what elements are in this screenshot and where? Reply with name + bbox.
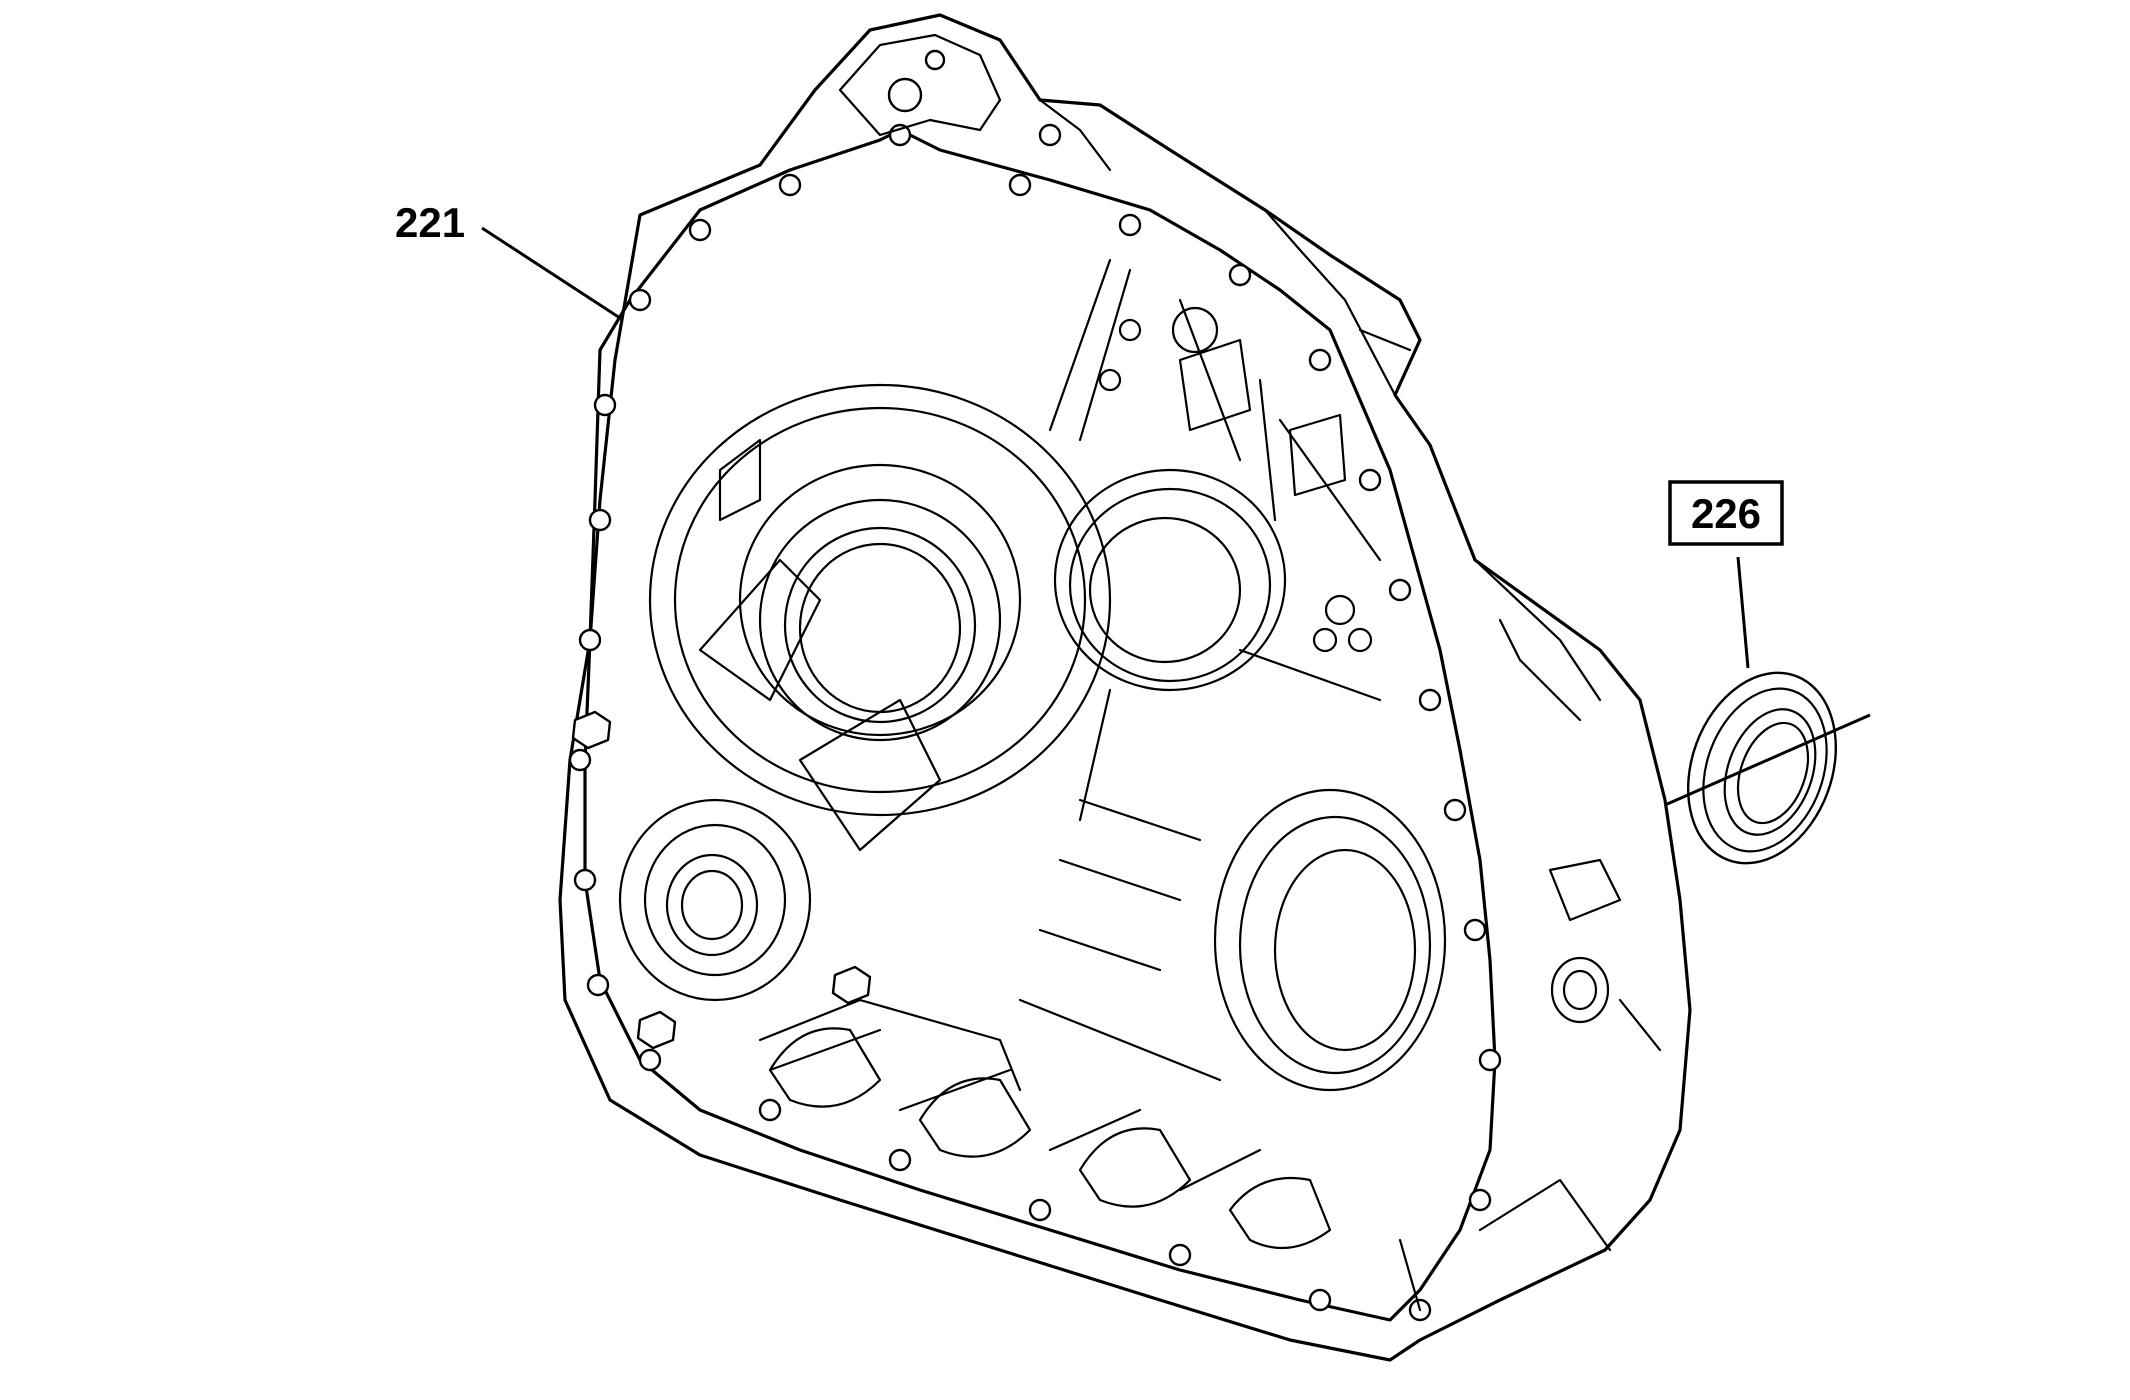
callout-226: 226 <box>1668 480 1784 669</box>
callout-226-label: 226 <box>1691 490 1761 537</box>
lower-right-bore <box>1213 788 1447 1092</box>
callout-221: 221 <box>395 199 621 320</box>
install-axis-line <box>1664 713 1871 807</box>
fastener-bolts <box>571 710 872 1050</box>
bottom-rail-pockets <box>768 1027 1332 1250</box>
callout-221-label: 221 <box>395 199 465 246</box>
valve-body-pads <box>1098 306 1373 653</box>
axle-seal <box>1686 671 1838 865</box>
transmission-case-housing <box>558 13 1692 1362</box>
callout-221-leader <box>481 226 621 320</box>
upper-bore <box>1053 468 1287 692</box>
side-bosses <box>1398 558 1662 1312</box>
callout-226-box <box>1668 480 1784 546</box>
lower-left-bore <box>618 798 812 1002</box>
callout-226-leader <box>1736 556 1750 669</box>
main-bore <box>648 383 1112 852</box>
internal-ribs <box>758 258 1382 1192</box>
